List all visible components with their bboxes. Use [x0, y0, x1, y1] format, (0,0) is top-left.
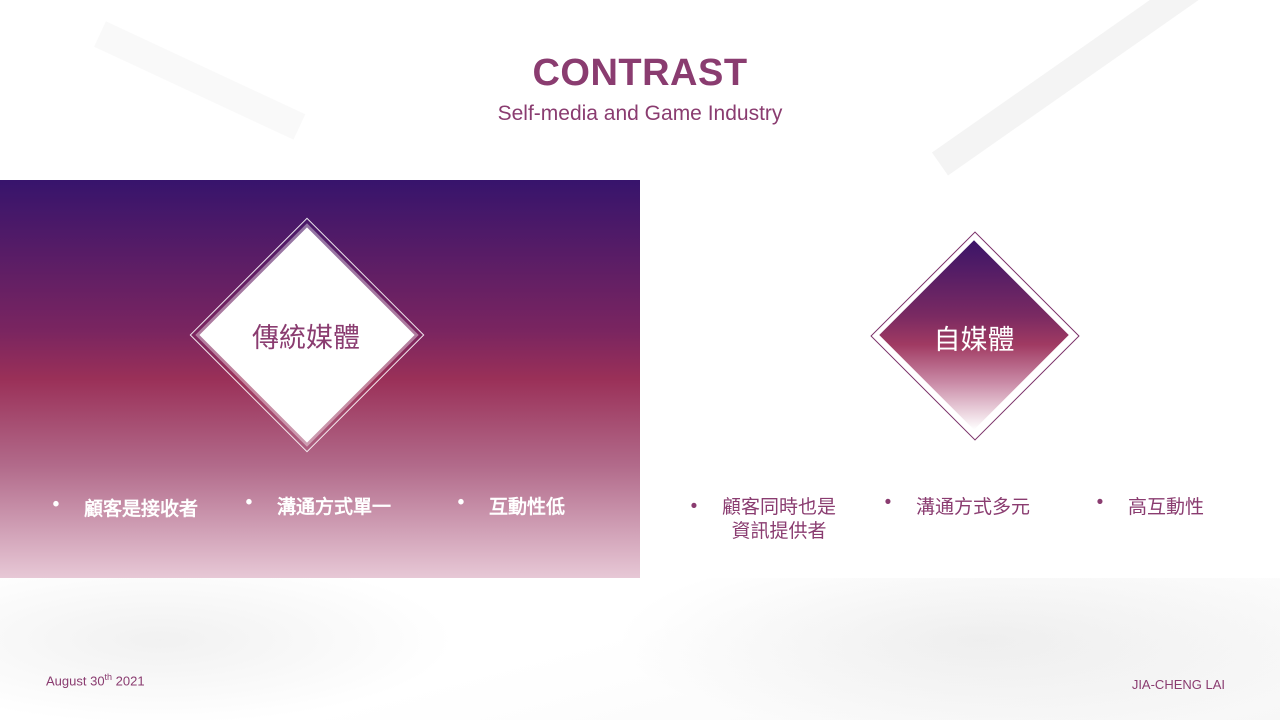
bullet-icon: • [884, 492, 892, 513]
left-bullet-item: • 顧客是接收者 [52, 494, 198, 521]
bullet-text: 資訊提供者 [731, 521, 827, 542]
right-bullet-item: • 顧客同時也是 資訊提供者 [690, 496, 836, 544]
bullet-text: 顧客是接收者 [84, 499, 199, 520]
traditional-media-label: 傳統媒體 [252, 323, 360, 353]
bullet-text: 高互動性 [1128, 497, 1205, 518]
bullet-icon: • [1096, 492, 1104, 513]
bullet-text: 溝通方式單一 [277, 497, 392, 518]
slide-subtitle: Self-media and Game Industry [497, 102, 783, 125]
right-bullet-item: • 溝通方式多元 [884, 492, 1030, 519]
slide-author: JIA-CHENG LAI [1131, 677, 1225, 692]
bullet-icon: • [690, 496, 698, 517]
bullet-icon: • [245, 492, 253, 513]
left-bullet-item: • 溝通方式單一 [245, 492, 391, 519]
date-suffix: th [104, 672, 113, 682]
date-year: 2021 [112, 673, 145, 689]
self-media-label: 自媒體 [933, 325, 1015, 355]
slide-title: CONTRAST [532, 52, 748, 94]
slide-date: August 30th 2021 [46, 672, 145, 688]
left-bullet-item: • 互動性低 [457, 492, 565, 519]
right-bullet-item: • 高互動性 [1096, 492, 1204, 519]
bullet-icon: • [52, 494, 60, 515]
bullet-text: 互動性低 [489, 497, 566, 518]
date-text: August 30 [46, 673, 105, 689]
bullet-icon: • [457, 492, 465, 513]
bullet-text: 顧客同時也是 [722, 497, 837, 518]
bullet-text: 溝通方式多元 [916, 497, 1031, 518]
